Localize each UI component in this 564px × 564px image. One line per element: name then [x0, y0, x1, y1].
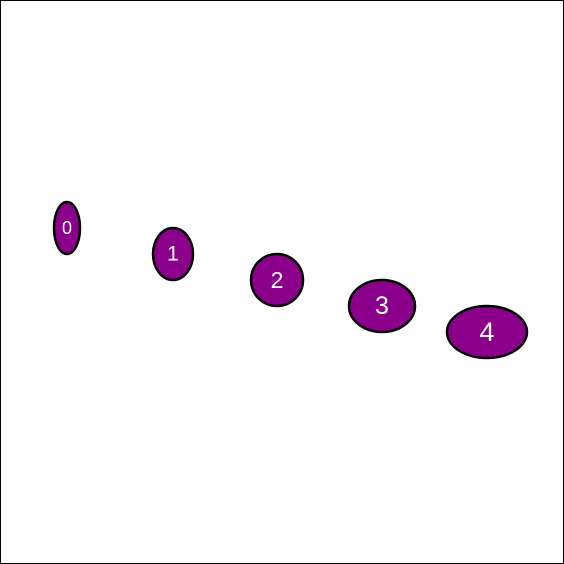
ellipse-item: 1: [151, 226, 195, 282]
ellipse-shape: [52, 200, 82, 256]
ellipse-shape: [249, 252, 305, 308]
ellipse-label: 2: [271, 267, 284, 293]
ellipse-label: 4: [479, 317, 494, 347]
ellipse-shape: [151, 226, 195, 282]
ellipse-item: 0: [52, 200, 82, 256]
ellipse-shape: [347, 278, 417, 334]
ellipse-item: 4: [445, 304, 529, 360]
ellipse-item: 2: [249, 252, 305, 308]
ellipse-label: 1: [167, 243, 179, 266]
ellipse-label: 0: [62, 218, 72, 238]
ellipse-shape: [445, 304, 529, 360]
ellipse-item: 3: [347, 278, 417, 334]
ellipse-label: 3: [375, 292, 389, 320]
